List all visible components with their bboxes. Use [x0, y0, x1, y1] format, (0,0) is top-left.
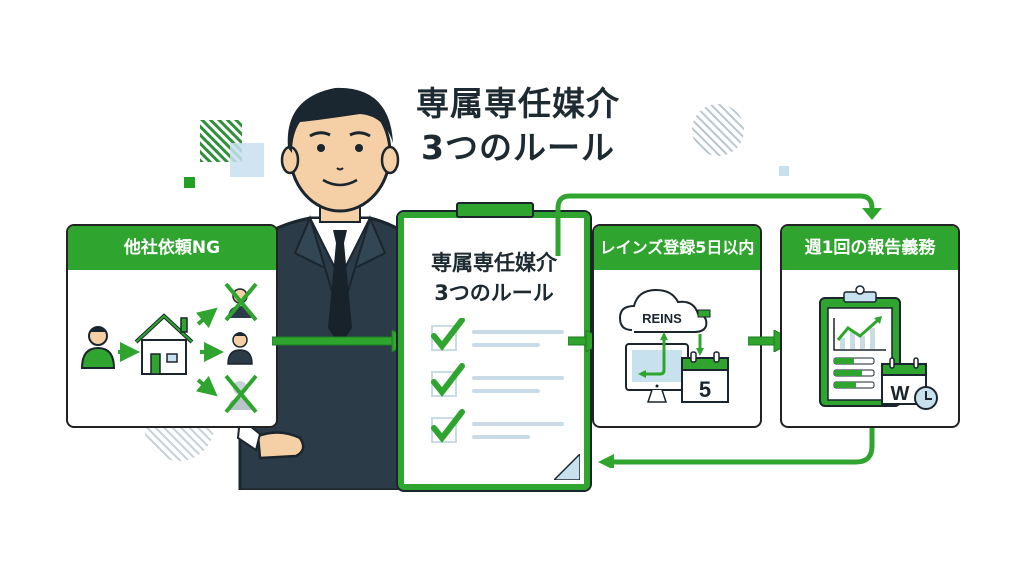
decor-light-blue-square: [230, 143, 264, 177]
clock-icon: [914, 386, 938, 410]
cloud-label: REINS: [642, 311, 682, 326]
checklist: [431, 318, 564, 443]
decor-hatched-circle-bottom: [144, 426, 214, 461]
clipboard-title: 専属専任媒介 3つのルール: [404, 248, 584, 308]
card-heading: レインズ登録5日以内: [594, 226, 760, 270]
page-curl-icon: [554, 454, 580, 480]
person-icon: [80, 326, 116, 369]
decor-small-blue-square: [779, 166, 789, 176]
clipboard-chart-icon: [819, 285, 901, 407]
house-icon: [134, 313, 194, 375]
clipboard-clip: [456, 202, 534, 218]
flow-arrow-bottom-return: [598, 428, 875, 468]
clipboard-title-line-1: 専属専任媒介: [431, 251, 557, 275]
agent-icon: [227, 332, 253, 365]
weekly-report-illustration: W: [819, 285, 938, 410]
decor-hatched-circle: [692, 104, 744, 156]
checklist-item: [431, 409, 564, 443]
flow-arrow-1: [272, 330, 412, 352]
monitor-icon: [625, 343, 689, 403]
other-agency-illustration: [80, 282, 258, 414]
businessman-illustration: [236, 87, 442, 490]
title-line-2: 3つのルール: [421, 128, 615, 167]
card-reins-registration: レインズ登録5日以内 REINS: [592, 224, 762, 428]
agent-crossed-icon: [224, 374, 258, 414]
reins-illustration: REINS 5: [618, 288, 729, 403]
page-title: 専属専任媒介 3つのルール: [393, 82, 643, 170]
card-weekly-report: 週1回の報告義務: [780, 224, 960, 428]
checklist-item: [431, 363, 564, 397]
card-heading: 週1回の報告義務: [782, 226, 958, 270]
decor-green-dot: [184, 177, 195, 188]
checklist-item: [431, 318, 564, 351]
title-line-1: 専属専任媒介: [416, 84, 620, 123]
clipboard-title-line-2: 3つのルール: [434, 281, 554, 305]
agent-crossed-icon: [224, 282, 258, 322]
calendar-value: 5: [699, 377, 711, 402]
calendar-icon: 5: [681, 351, 729, 403]
card-heading: 他社依頼NG: [68, 226, 276, 270]
flow-arrow-top-loop: [555, 193, 882, 256]
calendar-value: W: [891, 383, 910, 405]
cloud-icon: REINS: [618, 288, 711, 333]
card-other-agency-ng: 他社依頼NG: [66, 224, 278, 428]
